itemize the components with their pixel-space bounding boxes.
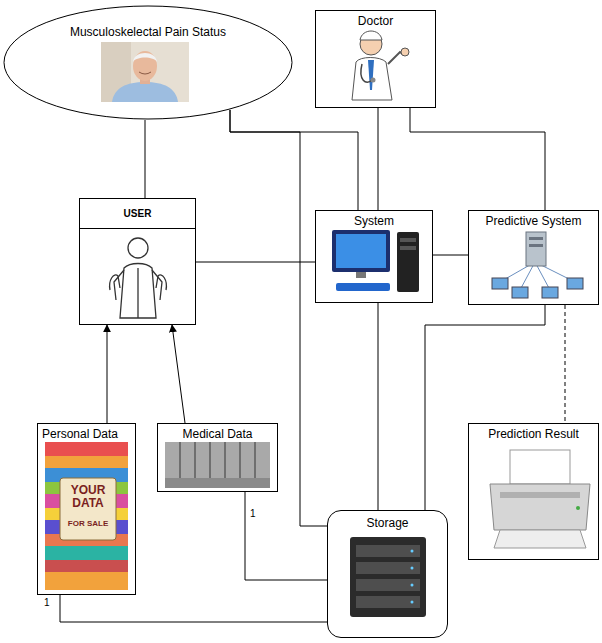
result-box: Prediction Result bbox=[468, 423, 599, 560]
node-label: Prediction Result bbox=[469, 424, 598, 444]
node-label: Predictive System bbox=[469, 211, 598, 231]
tag-text: FOR SALE bbox=[64, 520, 112, 528]
connector-line bbox=[107, 325, 108, 423]
user-figure bbox=[110, 238, 167, 318]
predictive-box: Predictive System bbox=[468, 210, 599, 305]
connector-line bbox=[60, 595, 327, 622]
connector-line bbox=[410, 108, 545, 210]
callout-number: 1 bbox=[44, 597, 50, 608]
node-label: Personal Data bbox=[38, 424, 135, 444]
medical-data-box: Medical Data bbox=[157, 423, 278, 492]
status-ellipse: Musculoskelectal Pain Status bbox=[3, 5, 293, 120]
connector-line bbox=[172, 325, 185, 423]
connector-line bbox=[245, 492, 327, 580]
dashed-connector bbox=[565, 305, 566, 423]
connector-line bbox=[230, 110, 358, 210]
storage-server-picture bbox=[350, 537, 426, 617]
system-box: System bbox=[315, 210, 433, 303]
node-label: USER bbox=[80, 199, 195, 229]
tag-text: YOUR DATA bbox=[64, 484, 112, 509]
connector-line bbox=[378, 108, 379, 210]
medical-records-picture bbox=[165, 442, 270, 488]
connector-line bbox=[378, 303, 379, 510]
node-label: Medical Data bbox=[158, 424, 277, 444]
node-label: Doctor bbox=[316, 11, 435, 31]
node-label: System bbox=[316, 211, 432, 231]
doctor-box: Doctor bbox=[315, 10, 436, 108]
server-network-icon bbox=[492, 232, 583, 298]
computer-icon bbox=[332, 230, 419, 292]
elderly-man-photo bbox=[101, 42, 189, 102]
user-box: USER bbox=[79, 198, 196, 325]
connector-line bbox=[196, 262, 315, 263]
printer-picture bbox=[490, 450, 590, 548]
ellipse-outline bbox=[3, 5, 293, 120]
storage-box: Storage bbox=[327, 510, 448, 638]
doctor-icon bbox=[352, 31, 409, 100]
node-label: Musculoskelectal Pain Status bbox=[3, 5, 293, 42]
personal-data-picture bbox=[45, 442, 128, 590]
connector-line bbox=[433, 255, 468, 256]
connector-line bbox=[145, 120, 146, 198]
callout-number: 1 bbox=[250, 508, 256, 519]
node-label: Storage bbox=[328, 511, 447, 533]
